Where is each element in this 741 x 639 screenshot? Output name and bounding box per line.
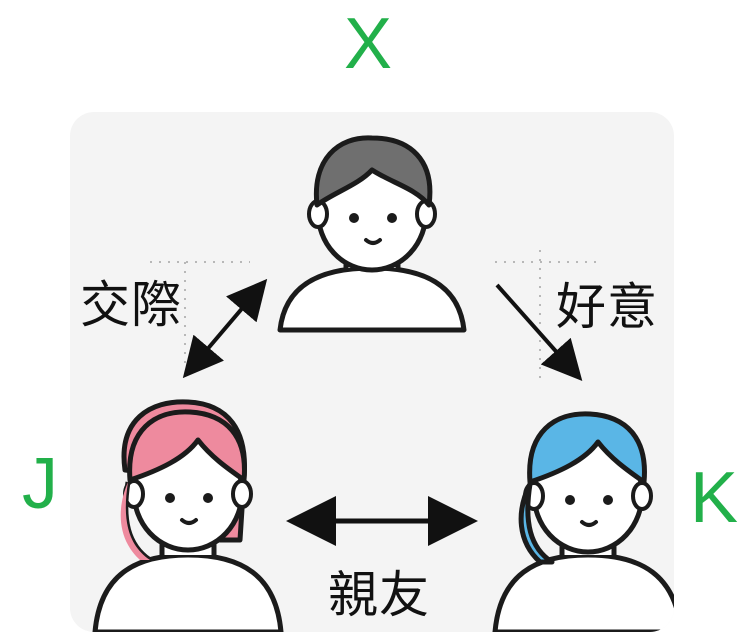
arrow-x-j <box>182 278 268 379</box>
hair-k <box>527 411 647 485</box>
person-k-icon <box>492 411 674 632</box>
relation-label-j-k: 親友 <box>328 566 430 624</box>
relation-label-x-j: 交際 <box>80 276 182 334</box>
person-j-label: J <box>22 444 58 524</box>
person-x-icon <box>277 135 467 333</box>
person-k-label: K <box>690 458 739 538</box>
hair-x <box>313 135 433 208</box>
hair-j <box>127 409 247 483</box>
relation-label-x-k: 好意 <box>556 278 658 336</box>
arrow-x-k <box>495 283 583 381</box>
person-x-label: X <box>344 4 393 84</box>
person-j-icon <box>92 399 284 632</box>
